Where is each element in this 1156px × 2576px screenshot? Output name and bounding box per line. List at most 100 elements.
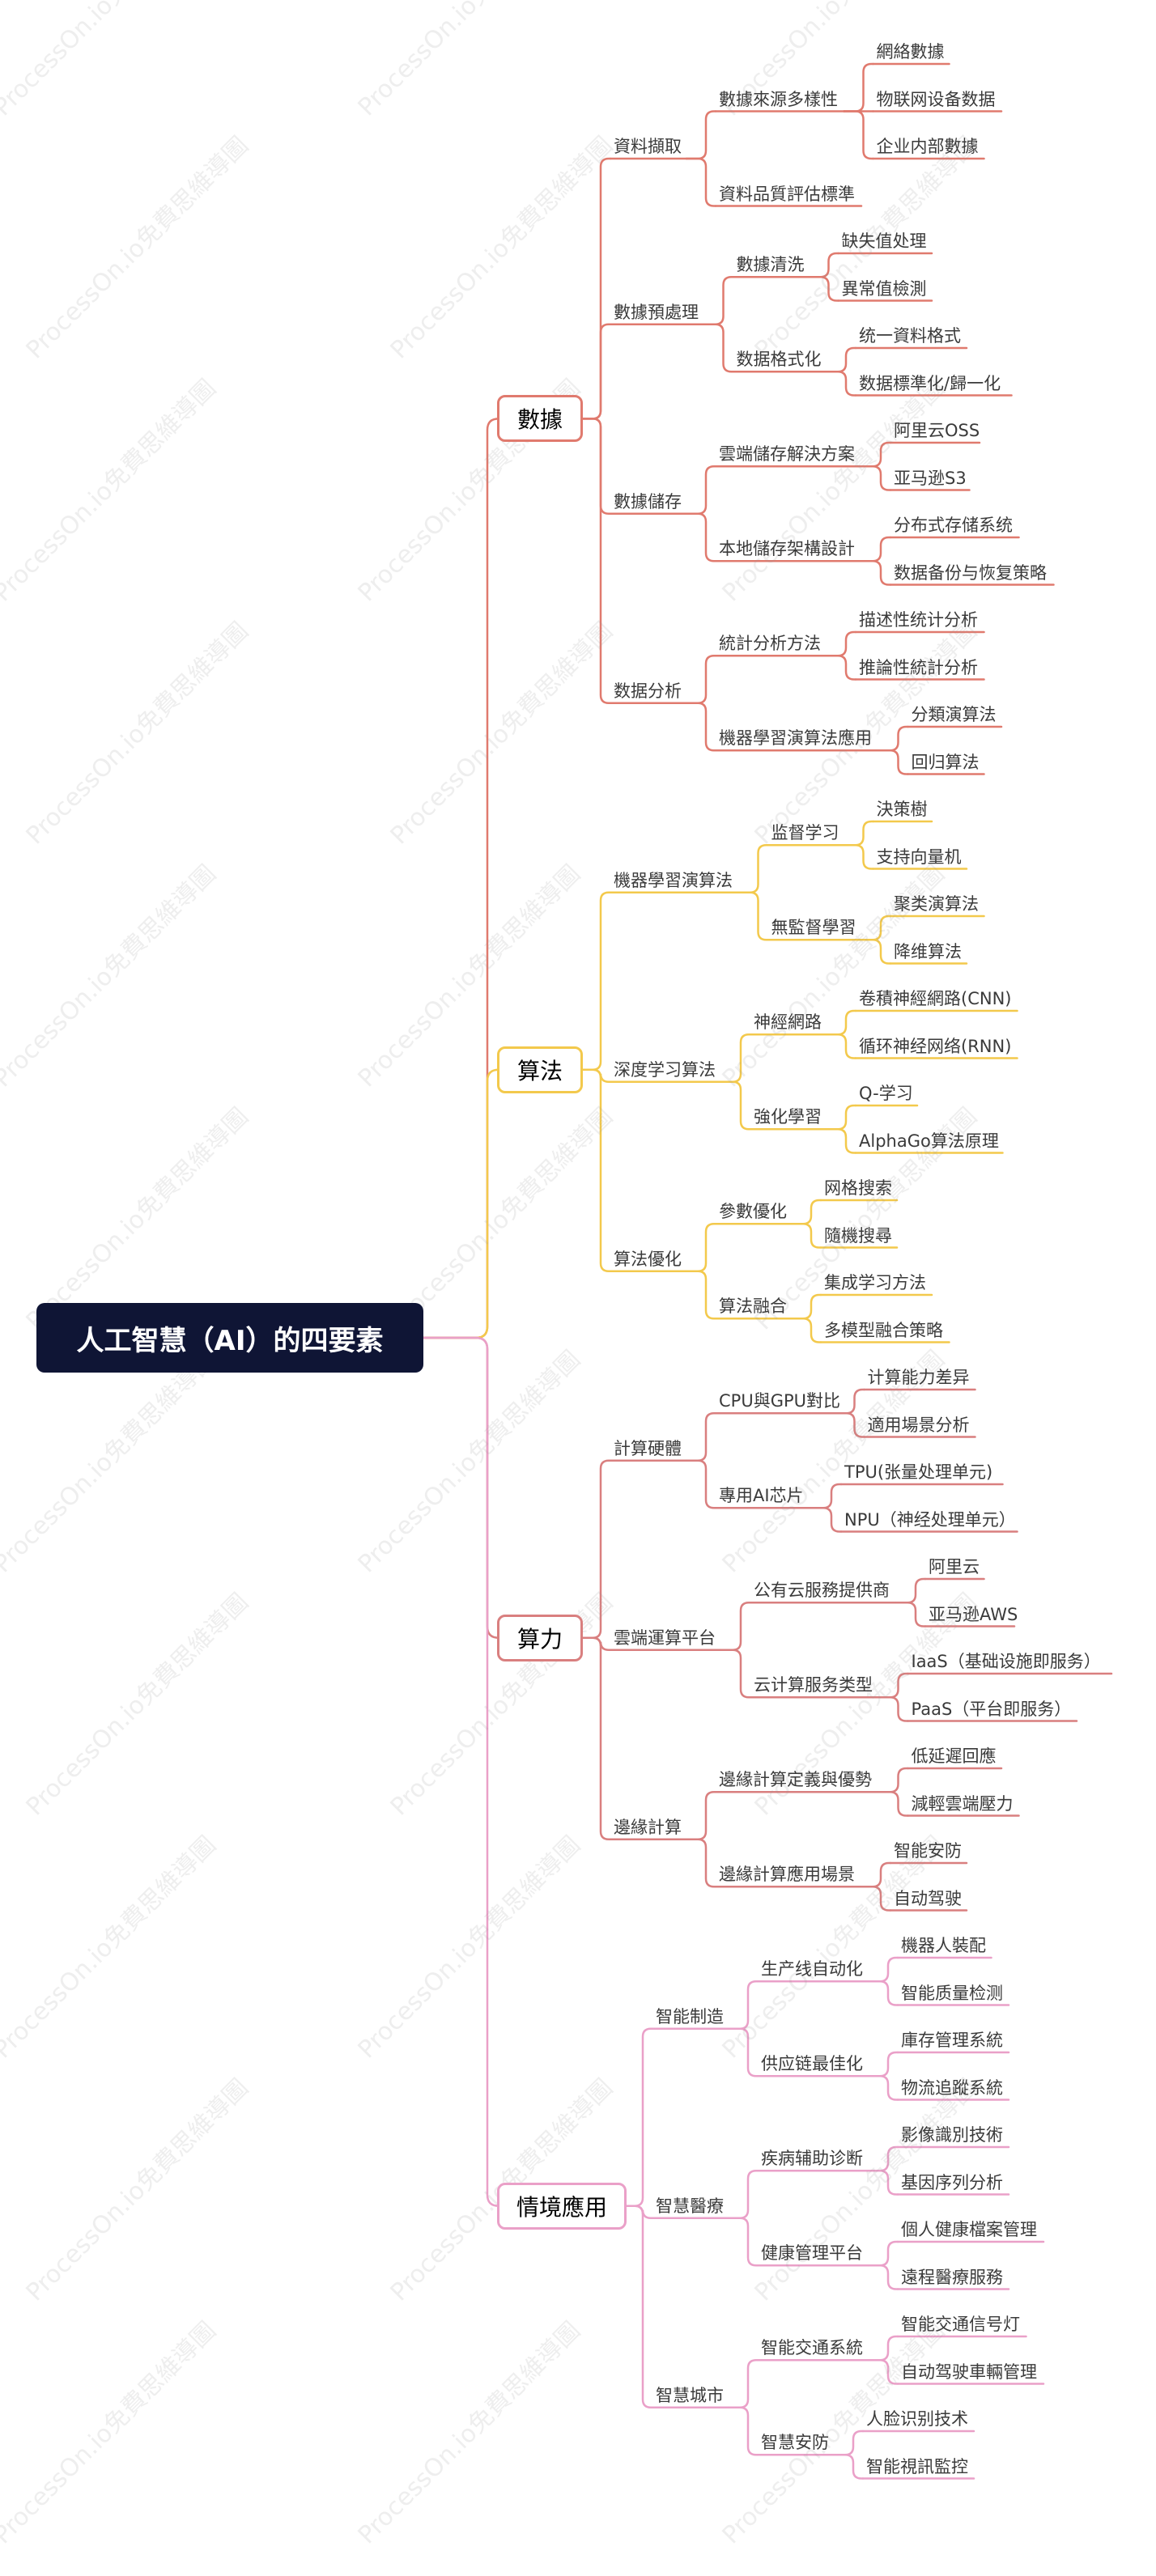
leaf-3-0-1-0[interactable]: 庫存管理系統 <box>901 2031 1003 2050</box>
branch-topic-2[interactable]: 算力 <box>497 1614 583 1661</box>
leaf-0-3-0-0[interactable]: 描述性统计分析 <box>859 610 978 630</box>
subtopic-2-0[interactable]: 計算硬體 <box>614 1438 682 1458</box>
topic-1-1-0[interactable]: 神經網路 <box>754 1012 822 1033</box>
leaf-1-2-1-1[interactable]: 多模型融合策略 <box>824 1320 943 1340</box>
leaf-1-2-1-0[interactable]: 集成学习方法 <box>824 1273 926 1292</box>
leaf-3-1-1-0[interactable]: 個人健康檔案管理 <box>901 2220 1037 2239</box>
topic-1-2-1[interactable]: 算法融合 <box>719 1296 787 1317</box>
leaf-2-1-1-1[interactable]: PaaS（平台即服务） <box>911 1699 1072 1719</box>
connector-3-1-0 <box>727 2170 759 2219</box>
leaf-3-1-1-1[interactable]: 遠程醫療服務 <box>901 2267 1003 2287</box>
topic-2-1-0[interactable]: 公有云服務提供商 <box>754 1581 890 1601</box>
leaf-3-1-0-1[interactable]: 基因序列分析 <box>901 2172 1003 2192</box>
root-topic[interactable]: 人工智慧（AI）的四要素 <box>36 1303 423 1373</box>
topic-2-2-1[interactable]: 邊緣計算應用場景 <box>719 1865 855 1885</box>
topic-3-0-0[interactable]: 生产线自动化 <box>761 1959 863 1980</box>
topic-2-1-1[interactable]: 云计算服务类型 <box>754 1675 873 1695</box>
leaf-2-2-0-0[interactable]: 低延遲回應 <box>911 1746 997 1766</box>
leaf-0-0-0-1[interactable]: 物联网设备数据 <box>876 89 996 109</box>
subtopic-2-1[interactable]: 雲端運算平台 <box>614 1628 716 1648</box>
leaf-2-0-1-0[interactable]: TPU(张量处理单元) <box>844 1462 993 1482</box>
branch-topic-3[interactable]: 情境應用 <box>497 2182 627 2230</box>
topic-2-2-0[interactable]: 邊緣計算定義與優勢 <box>719 1770 872 1790</box>
leaf-0-0-0-2[interactable]: 企业内部數據 <box>876 137 979 156</box>
topic-0-3-1[interactable]: 機器學習演算法應用 <box>719 728 872 749</box>
topic-3-2-0[interactable]: 智能交通系統 <box>761 2338 863 2358</box>
leaf-0-3-0-1[interactable]: 推論性統計分析 <box>859 657 978 677</box>
subtopic-2-2[interactable]: 邊緣計算 <box>614 1817 682 1837</box>
subtopic-0-3[interactable]: 数据分析 <box>614 681 682 701</box>
topic-1-0-0[interactable]: 监督学习 <box>771 823 839 843</box>
leaf-0-3-1-1[interactable]: 回归算法 <box>911 752 980 772</box>
leaf-3-2-1-1[interactable]: 智能視訊監控 <box>866 2456 968 2476</box>
leaf-3-1-0-0[interactable]: 影像識別技術 <box>901 2125 1003 2145</box>
topic-0-0-1[interactable]: 資料品質評估標準 <box>719 184 855 204</box>
connector-3-2 <box>625 2205 654 2408</box>
subtopic-1-0[interactable]: 機器學習演算法 <box>614 870 733 890</box>
topic-0-3-0[interactable]: 統計分析方法 <box>719 634 821 654</box>
topic-0-1-0[interactable]: 數據清洗 <box>736 255 805 275</box>
topic-0-0-0[interactable]: 數據來源多樣性 <box>719 89 838 109</box>
subtopic-3-1[interactable]: 智慧醫療 <box>656 2196 724 2216</box>
leaf-1-1-1-1[interactable]: AlphaGo算法原理 <box>859 1131 999 1151</box>
leaf-3-2-0-1[interactable]: 自动驾驶車輛管理 <box>901 2362 1037 2382</box>
topic-1-0-1[interactable]: 無監督學習 <box>771 918 856 938</box>
leaf-3-0-0-0[interactable]: 機器人裝配 <box>901 1936 986 1955</box>
leaf-3-0-1-1[interactable]: 物流追蹤系統 <box>901 2077 1003 2098</box>
subtopic-3-0[interactable]: 智能制造 <box>656 2006 724 2026</box>
subtopic-0-0[interactable]: 資料擷取 <box>614 137 682 156</box>
topic-0-2-1[interactable]: 本地儲存架構設計 <box>719 539 855 559</box>
leaf-3-2-0-0[interactable]: 智能交通信号灯 <box>901 2315 1020 2334</box>
leaf-0-1-0-0[interactable]: 缺失值处理 <box>841 231 927 251</box>
topic-0-2-0[interactable]: 雲端儲存解決方案 <box>719 444 855 465</box>
subtopic-1-1[interactable]: 深度学习算法 <box>614 1059 716 1080</box>
topic-3-1-1[interactable]: 健康管理平台 <box>761 2243 863 2264</box>
connector-2-2-0-1 <box>878 1791 909 1817</box>
leaf-2-0-0-0[interactable]: 计算能力差异 <box>867 1368 970 1387</box>
leaf-2-0-1-1[interactable]: NPU（神经处理单元） <box>844 1509 1016 1530</box>
leaf-0-0-0-0[interactable]: 網絡數據 <box>876 42 945 62</box>
leaf-0-1-1-1[interactable]: 数据標準化/歸一化 <box>859 373 1001 393</box>
leaf-1-1-1-0[interactable]: Q-学习 <box>859 1084 913 1103</box>
connector-2-0-1 <box>685 1459 717 1509</box>
topic-3-1-0[interactable]: 疾病辅助诊断 <box>761 2149 863 2169</box>
leaf-0-2-1-0[interactable]: 分布式存储系统 <box>894 516 1013 535</box>
topic-2-0-0[interactable]: CPU與GPU對比 <box>719 1391 841 1411</box>
connector-3-2-0-1 <box>867 2359 899 2385</box>
leaf-1-1-0-1[interactable]: 循环神经网络(RNN) <box>859 1036 1012 1056</box>
topic-3-0-1[interactable]: 供应链最佳化 <box>761 2054 863 2074</box>
subtopic-0-1[interactable]: 數據預處理 <box>614 302 699 322</box>
leaf-2-1-0-1[interactable]: 亚马逊AWS <box>929 1604 1018 1624</box>
leaf-3-2-1-0[interactable]: 人脸识别技术 <box>866 2409 968 2429</box>
subtopic-1-2[interactable]: 算法優化 <box>614 1249 682 1269</box>
branch-topic-1[interactable]: 算法 <box>497 1046 583 1093</box>
subtopic-0-2[interactable]: 數據儲存 <box>614 491 682 511</box>
branch-topic-0[interactable]: 數據 <box>497 395 583 443</box>
topic-1-1-1[interactable]: 強化學習 <box>754 1107 822 1127</box>
topic-2-0-1[interactable]: 專用AI芯片 <box>719 1486 804 1506</box>
leaf-0-1-0-1[interactable]: 異常值檢測 <box>841 278 927 299</box>
topic-0-1-1[interactable]: 数据格式化 <box>736 350 822 370</box>
leaf-1-0-1-0[interactable]: 聚类演算法 <box>894 894 979 914</box>
leaf-0-1-1-0[interactable]: 统一資料格式 <box>859 326 961 346</box>
leaf-1-0-1-1[interactable]: 降维算法 <box>894 941 962 961</box>
leaf-2-2-1-1[interactable]: 自动驾驶 <box>894 1888 962 1908</box>
leaf-2-2-1-0[interactable]: 智能安防 <box>894 1841 962 1861</box>
leaf-0-2-0-1[interactable]: 亚马逊S3 <box>894 468 967 488</box>
leaf-1-2-0-1[interactable]: 隨機搜尋 <box>824 1225 892 1246</box>
leaf-1-0-0-1[interactable]: 支持向量机 <box>876 847 962 867</box>
leaf-0-2-1-1[interactable]: 数据备份与恢复策略 <box>894 562 1047 583</box>
leaf-1-2-0-0[interactable]: 网格搜索 <box>824 1178 892 1198</box>
leaf-3-0-0-1[interactable]: 智能质量检测 <box>901 1983 1003 2003</box>
leaf-2-2-0-1[interactable]: 減輕雲端壓力 <box>911 1793 1014 1814</box>
leaf-1-1-0-0[interactable]: 卷積神經網路(CNN) <box>859 989 1012 1008</box>
topic-1-2-0[interactable]: 參數優化 <box>719 1202 787 1222</box>
leaf-2-0-0-1[interactable]: 適用場景分析 <box>867 1415 970 1435</box>
topic-3-2-1[interactable]: 智慧安防 <box>761 2433 829 2453</box>
leaf-2-1-0-0[interactable]: 阿里云 <box>929 1557 980 1577</box>
leaf-1-0-0-0[interactable]: 決策樹 <box>876 800 928 819</box>
leaf-0-2-0-0[interactable]: 阿里云OSS <box>894 421 980 440</box>
leaf-2-1-1-0[interactable]: IaaS（基础设施即服务） <box>911 1652 1101 1671</box>
leaf-0-3-1-0[interactable]: 分類演算法 <box>911 705 997 724</box>
subtopic-3-2[interactable]: 智慧城市 <box>656 2385 724 2405</box>
